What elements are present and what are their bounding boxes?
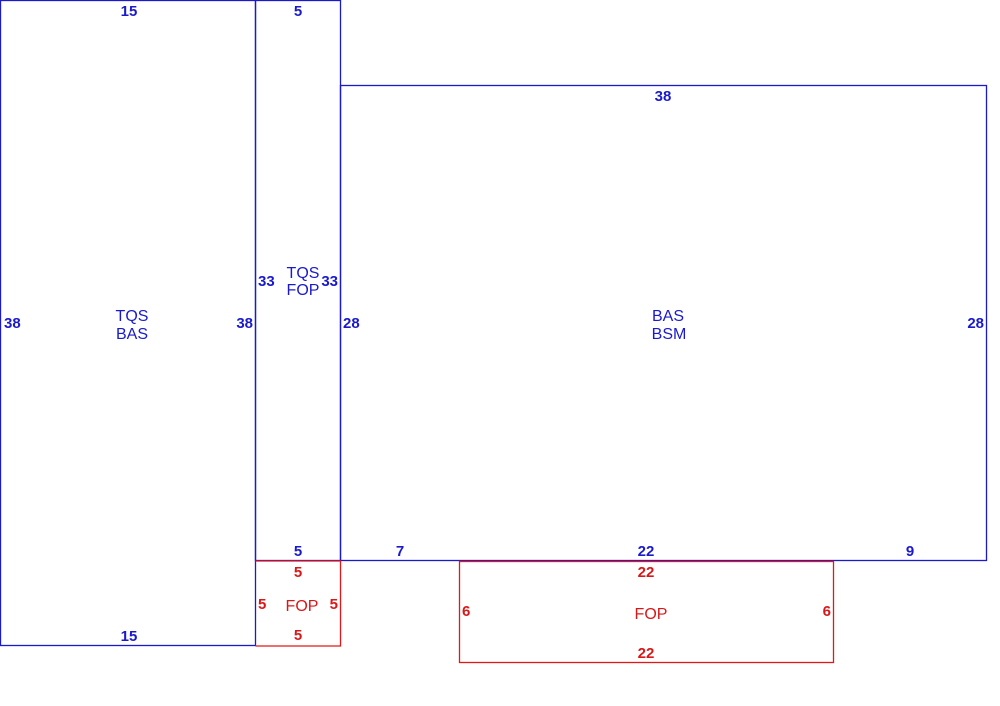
fop-large-label: FOP bbox=[635, 606, 668, 623]
fop-large-dim-left: 6 bbox=[462, 603, 470, 620]
bas-bsm-dim-left: 28 bbox=[343, 315, 360, 332]
bas-bsm-label-line1: BAS bbox=[652, 308, 684, 325]
tqs-bas-dim-left: 38 bbox=[4, 315, 21, 332]
bas-bsm-dim-bottom-mid: 22 bbox=[638, 543, 655, 560]
tqs-bas-label-line1: TQS bbox=[116, 308, 149, 325]
tqs-fop-dim-bottom: 5 bbox=[294, 543, 302, 560]
tqs-fop-dim-left: 33 bbox=[258, 273, 275, 290]
fop-large-dim-bottom: 22 bbox=[638, 645, 655, 662]
tqs-bas-dim-bottom: 15 bbox=[121, 628, 138, 645]
bas-bsm-dim-right: 28 bbox=[967, 315, 984, 332]
tqs-fop-label-line1: TQS bbox=[287, 265, 320, 282]
bas-bsm-label-line2: BSM bbox=[652, 326, 687, 343]
room-bas-bsm-outline bbox=[339, 84, 988, 562]
fop-small-dim-left: 5 bbox=[258, 596, 266, 613]
bas-bsm-dim-bottom-right: 9 bbox=[906, 543, 914, 560]
bas-bsm-dim-top: 38 bbox=[655, 88, 672, 105]
tqs-fop-dim-right: 33 bbox=[321, 273, 338, 290]
fop-large-dim-top: 22 bbox=[638, 564, 655, 581]
fop-small-dim-right: 5 bbox=[330, 596, 338, 613]
tqs-fop-dim-top: 5 bbox=[294, 3, 302, 20]
fop-large-dim-right: 6 bbox=[823, 603, 831, 620]
fop-small-label: FOP bbox=[286, 598, 319, 615]
room-fop-small-outline bbox=[255, 560, 342, 647]
fop-small-dim-top: 5 bbox=[294, 564, 302, 581]
bas-bsm-dim-bottom-left: 7 bbox=[396, 543, 404, 560]
room-fop-large-outline bbox=[458, 560, 835, 664]
tqs-bas-dim-right: 38 bbox=[236, 315, 253, 332]
tqs-fop-label-line2: FOP bbox=[287, 282, 320, 299]
fop-small-dim-bottom: 5 bbox=[294, 627, 302, 644]
tqs-bas-label-line2: BAS bbox=[116, 326, 148, 343]
tqs-bas-dim-top: 15 bbox=[121, 3, 138, 20]
